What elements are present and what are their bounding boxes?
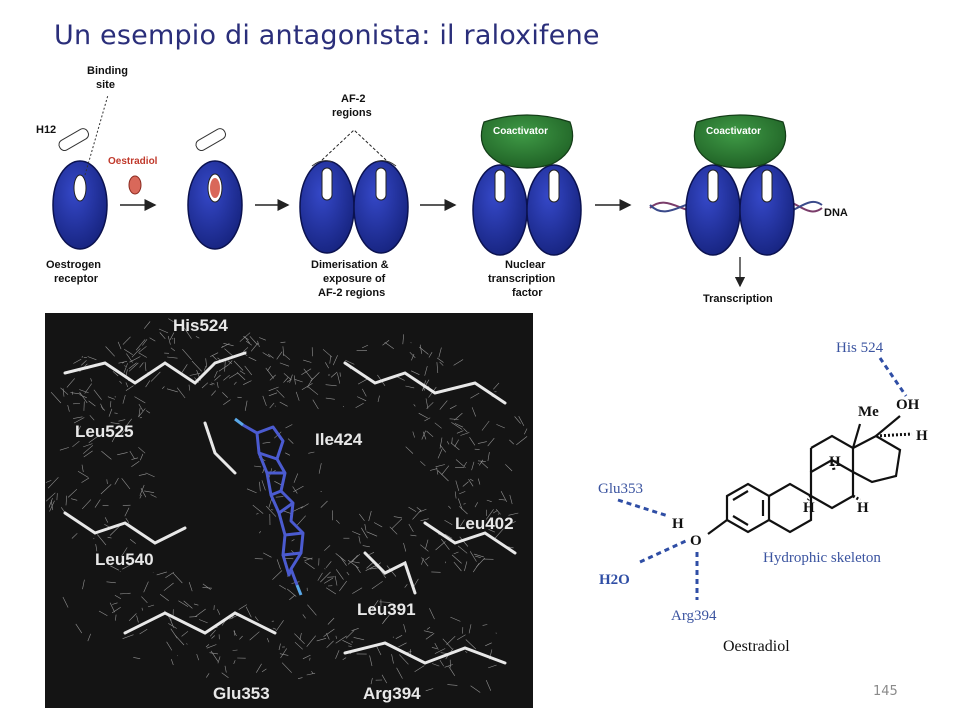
h-label-9: H [803,500,815,516]
receptor-monomer [52,128,108,250]
receptor-dimer [299,160,409,254]
binding-site-label-1: Binding [87,65,128,77]
hydrophobic-skeleton-label: Hydrophic skeleton [763,550,881,566]
glu353-label: Glu353 [598,481,643,497]
residue-label-leu402: Leu402 [455,514,514,533]
glu353-hbond [617,498,669,518]
af2-label-2: regions [332,107,372,119]
dna-bound-complex [649,114,823,256]
ligand-structure [234,417,305,596]
electron-density-image: His524 Leu525 Ile424 Leu402 Leu540 Leu39… [45,313,533,708]
nuclear-label-2: transcription [488,273,556,285]
binding-site-label-2: site [96,79,115,91]
residue-label-leu391: Leu391 [357,600,416,619]
af2-pointer [321,129,387,161]
oestradiol-molecule [128,175,142,195]
stereo-bonds [806,459,861,502]
h-label-17: H [916,428,928,444]
receptor-activation-diagram: Binding site H12 Oestradiol Oestrogen re… [36,65,848,305]
nuclear-label-1: Nuclear [505,259,546,271]
h-label-14: H [857,500,869,516]
density-mesh [45,318,528,693]
oestradiol-label: Oestradiol [108,156,158,167]
ring-b [768,482,813,534]
binding-site-pointer [84,94,109,176]
dimer-label-3: AF-2 regions [318,287,385,299]
af2-label-1: AF-2 [341,93,365,105]
dna-label: DNA [824,207,848,219]
residue-sticks [63,351,517,665]
receptor-label-2: receptor [54,273,99,285]
dimer-label-1: Dimerisation & [311,259,389,271]
page-number: 145 [873,684,898,699]
methyl-label: Me [858,404,879,420]
receptor-bound [187,128,243,250]
residue-label-arg394: Arg394 [363,684,421,703]
coactivator-label-1: Coactivator [493,126,548,137]
dimer-label-2: exposure of [323,273,386,285]
nuclear-label-3: factor [512,287,543,299]
h-label-hydroxyl: H [672,516,684,532]
his524-hbond [878,357,908,397]
slide-title: Un esempio di antagonista: il raloxifene [54,20,600,51]
nuclear-transcription-factor [472,114,582,256]
coactivator-label-2: Coactivator [706,126,761,137]
water-hbond [639,538,689,564]
ring-c [809,434,855,510]
oestradiol-name: Oestradiol [723,638,790,655]
water-label: H2O [599,572,630,588]
oestradiol-binding-diagram: His 524 OH Me H H H H H O [598,340,928,655]
ring-a [707,482,771,535]
oxygen-label: O [690,533,702,549]
transcription-label: Transcription [703,293,773,305]
arg394-label: Arg394 [671,608,717,624]
his524-label: His 524 [836,340,884,356]
residue-label-glu353: Glu353 [213,684,270,703]
receptor-label-1: Oestrogen [46,259,101,271]
residue-label-ile424: Ile424 [315,430,363,449]
oh-label: OH [896,397,920,413]
residue-label-leu525: Leu525 [75,422,134,441]
ring-d [851,415,913,484]
h12-label: H12 [36,124,56,136]
residue-label-leu540: Leu540 [95,550,154,569]
residue-label-his524: His524 [173,316,228,335]
